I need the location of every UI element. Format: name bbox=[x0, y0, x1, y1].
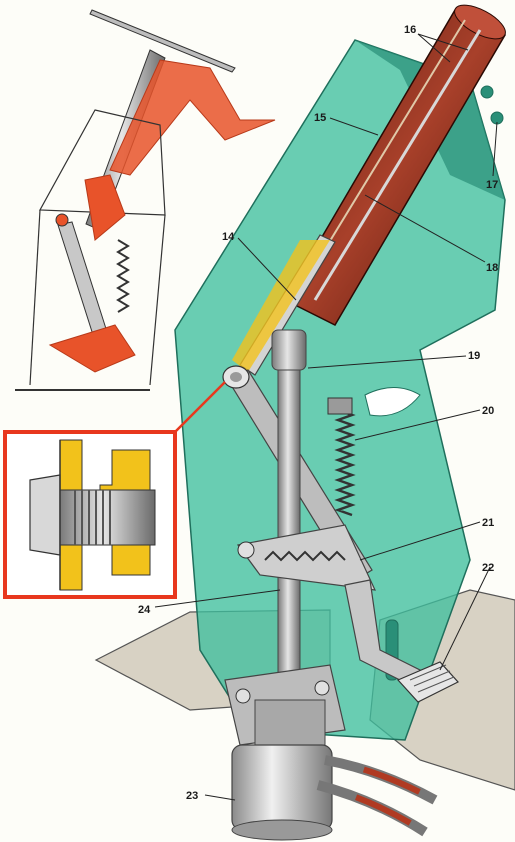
leader-lines bbox=[154, 33, 498, 801]
vertical-shaft bbox=[271, 329, 307, 681]
inset-connector bbox=[174, 381, 226, 433]
return-spring bbox=[327, 397, 356, 517]
callout-16: 16 bbox=[404, 24, 416, 36]
callout-18: 18 bbox=[486, 262, 498, 274]
inset-detail-bolt bbox=[3, 430, 177, 599]
brake-pedal bbox=[344, 579, 459, 703]
callout-17: 17 bbox=[486, 179, 498, 191]
callout-24: 24 bbox=[138, 604, 151, 616]
callout-14: 14 bbox=[222, 231, 235, 243]
callout-23: 23 bbox=[186, 790, 198, 802]
callout-labels: 16 15 17 14 18 19 20 21 22 24 23 bbox=[138, 24, 498, 802]
callout-19: 19 bbox=[468, 350, 480, 362]
callout-20: 20 bbox=[482, 405, 494, 417]
callout-21: 21 bbox=[482, 517, 494, 529]
schematic-overview bbox=[15, 9, 276, 391]
base-flange bbox=[224, 664, 346, 746]
callout-15: 15 bbox=[314, 112, 326, 124]
ratchet-sector bbox=[236, 524, 377, 591]
callout-22: 22 bbox=[482, 562, 494, 574]
master-cylinder bbox=[231, 744, 333, 841]
pivot-bolt bbox=[222, 365, 250, 389]
hydraulic-hoses bbox=[316, 755, 438, 837]
pedal-lever-arm bbox=[232, 234, 336, 376]
